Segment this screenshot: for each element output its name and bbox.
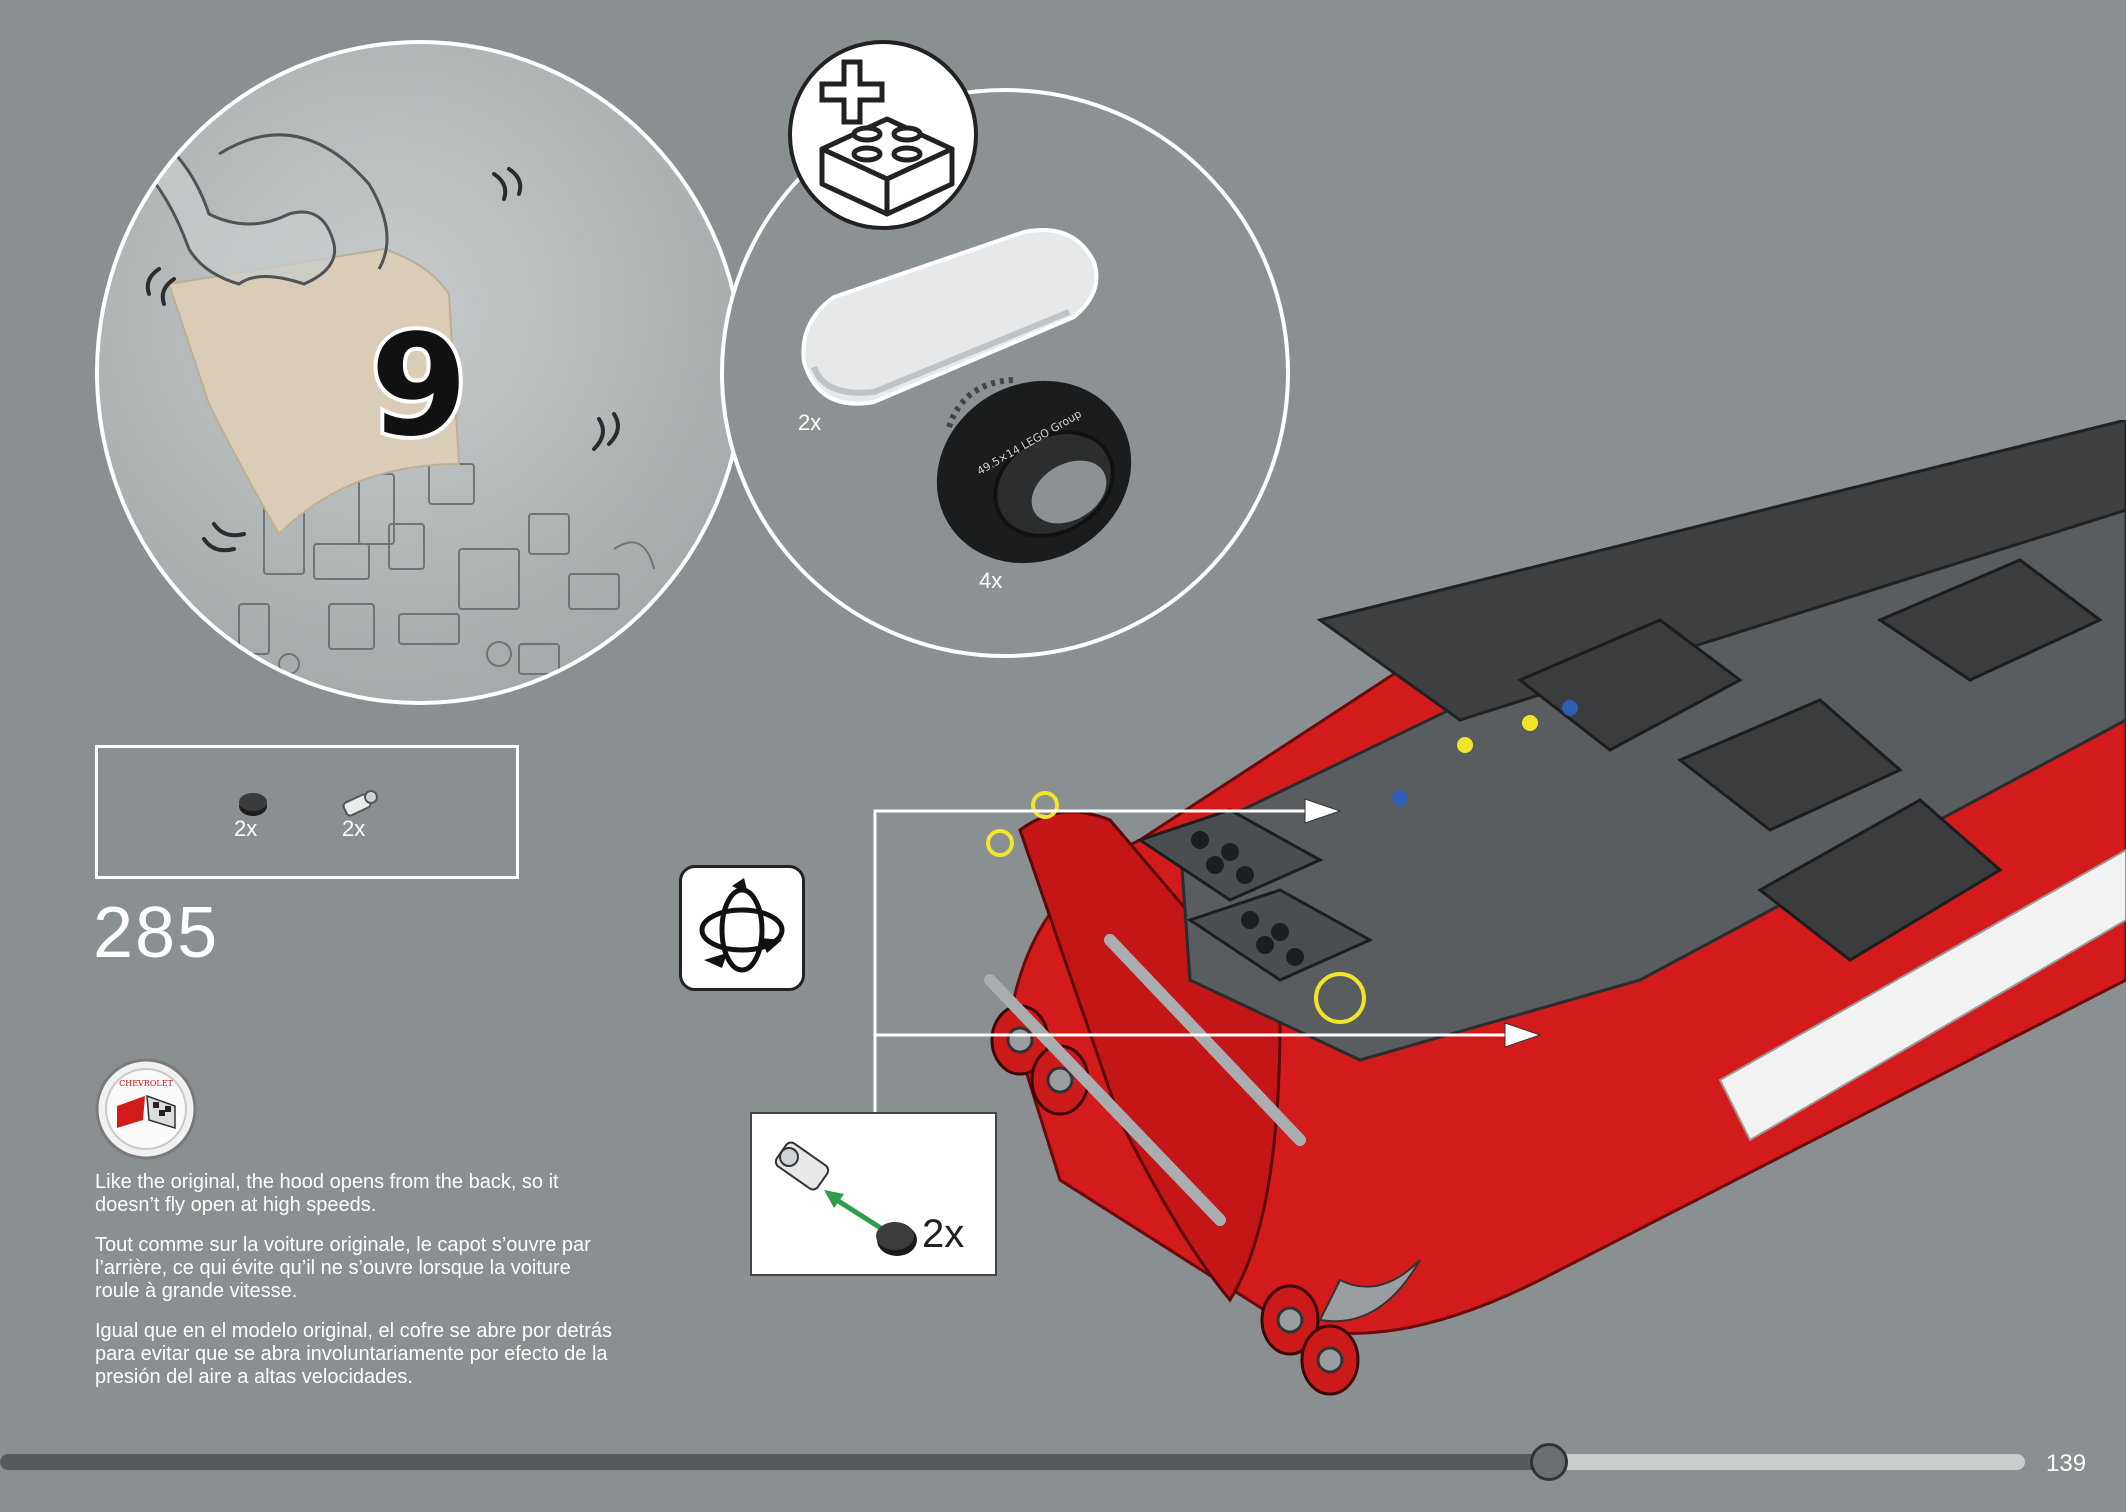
subassembly-qty: 2x xyxy=(922,1212,965,1256)
subassembly-callout-box: 2x xyxy=(750,1112,997,1276)
bag-number: 9 xyxy=(370,305,467,468)
car-model-illustration xyxy=(984,420,2126,1396)
plus-brick-icon xyxy=(819,59,955,217)
description-fr: Tout comme sur la voiture originale, le … xyxy=(95,1234,591,1302)
pin-connector-qty: 2x xyxy=(342,816,366,841)
badge-text: CHEVROLET xyxy=(119,1079,173,1088)
progress-knob xyxy=(1530,1443,1568,1481)
round-tile-qty: 2x xyxy=(234,816,258,841)
pin-with-tile-icon xyxy=(774,1141,917,1256)
rotate-model-icon xyxy=(679,865,805,991)
parts-list-box: 2x 2x xyxy=(95,745,519,879)
pin-connector-icon xyxy=(342,790,378,817)
chevrolet-badge-icon: CHEVROLET xyxy=(95,1058,197,1160)
round-tile-black-icon xyxy=(239,793,267,816)
curved-panel-qty: 2x xyxy=(798,410,821,435)
step-number: 285 xyxy=(93,893,220,973)
tire-qty: 4x xyxy=(979,568,1002,593)
curved-panel-part xyxy=(801,228,1099,406)
description-en: Like the original, the hood opens from t… xyxy=(95,1171,559,1216)
tire-part xyxy=(936,377,1132,564)
page-number: 139 xyxy=(2046,1450,2087,1477)
bag-illustration-circle: 9 xyxy=(95,40,745,705)
progress-fill xyxy=(0,1454,1549,1470)
description-es: Igual que en el modelo original, el cofr… xyxy=(95,1320,612,1388)
bag-illustration: 9 xyxy=(137,121,655,675)
new-parts-badge xyxy=(788,40,978,230)
